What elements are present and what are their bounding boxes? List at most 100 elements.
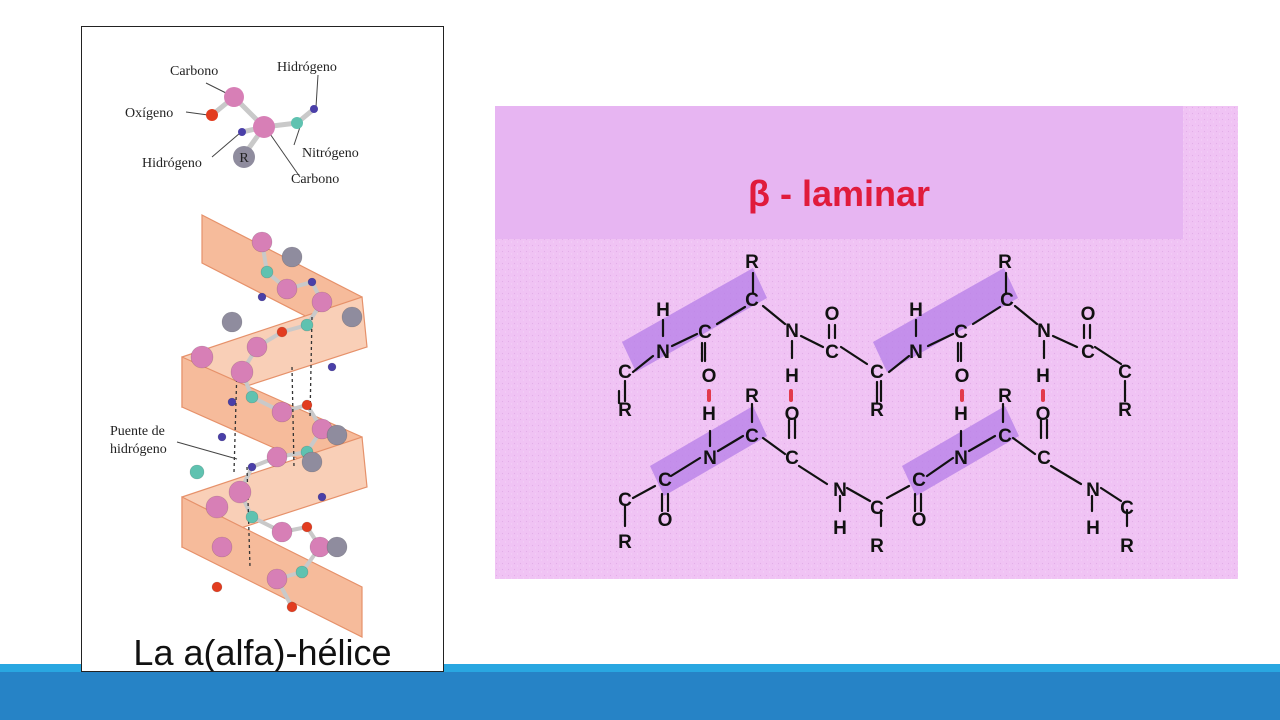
hydrogen-atom (310, 105, 318, 113)
r-group-atom (281, 246, 303, 268)
atom-label-r: R (618, 532, 632, 553)
hidrogeno-top-label: Hidrógeno (277, 60, 337, 75)
footer-accent-band (0, 664, 1280, 672)
atom-label-c: C (785, 448, 799, 469)
atom-label-c: C (1120, 498, 1134, 519)
atom-label-o: O (702, 366, 717, 387)
atom-label-r: R (870, 400, 884, 421)
atom-label-c: C (1081, 342, 1095, 363)
carbon-atom (211, 536, 233, 558)
atom-label-o: O (955, 366, 970, 387)
atom-label-c: C (658, 470, 672, 491)
hydrogen-atom (307, 277, 317, 287)
puente-label-line1: Puente de (110, 424, 165, 439)
atom-label-c: C (745, 290, 759, 311)
atom-label-c: C (1037, 448, 1051, 469)
atom-label-c: C (954, 322, 968, 343)
carbon-atom (205, 495, 229, 519)
atom-label-r: R (1120, 536, 1134, 557)
carbon-atom (190, 345, 214, 369)
nitrogen-atom (189, 464, 205, 480)
atom-label-r: R (998, 386, 1012, 407)
atom-label-r: R (745, 386, 759, 407)
atom-label-c: C (698, 322, 712, 343)
beta-sheet-title: β - laminar (748, 173, 930, 214)
oxygen-atom (211, 581, 223, 593)
oxygen-atom (276, 326, 288, 338)
carbon-atom (228, 480, 252, 504)
atom-label-o: O (912, 510, 927, 531)
hydrogen-atom (227, 397, 237, 407)
carbon-atom (271, 521, 293, 543)
r-group-atom (326, 424, 348, 446)
atom-label-o: O (785, 404, 800, 425)
carbon-atom (246, 336, 268, 358)
carbon-atom (311, 291, 333, 313)
atom-label-c: C (870, 498, 884, 519)
atom-label-n: N (1037, 321, 1051, 342)
hydrogen-atom (317, 492, 327, 502)
atom-label-h: H (1036, 366, 1050, 387)
carbon-atom (251, 231, 273, 253)
hydrogen-atom (247, 462, 257, 472)
hydrogen-atom (238, 128, 246, 136)
alpha-helix-illustration: R Carbono Hidrógeno Oxígeno Hidrógeno Ni… (110, 60, 368, 638)
atom-label-c: C (825, 342, 839, 363)
nitrogen-atom (245, 390, 259, 404)
carbono-top-label: Carbono (170, 64, 218, 79)
footer-band (0, 672, 1280, 720)
atom-label-h: H (702, 404, 716, 425)
puente-label-line2: hidrógeno (110, 442, 167, 457)
hydrogen-atom (217, 432, 227, 442)
alpha-helix-panel: R Carbono Hidrógeno Oxígeno Hidrógeno Ni… (81, 26, 444, 672)
atom-label-n: N (703, 448, 717, 469)
r-group-label: R (239, 151, 249, 166)
title-band (495, 106, 1183, 239)
atom-label-n: N (954, 448, 968, 469)
nitrogen-atom (291, 117, 303, 129)
nitrogeno-label: Nitrógeno (302, 146, 359, 161)
atom-label-c: C (998, 426, 1012, 447)
hydrogen-atom (327, 362, 337, 372)
atom-label-n: N (785, 321, 799, 342)
nitrogen-atom (260, 265, 274, 279)
atom-label-c: C (870, 362, 884, 383)
atom-label-r: R (618, 400, 632, 421)
atom-label-c: C (912, 470, 926, 491)
atom-label-h: H (954, 404, 968, 425)
atom-label-o: O (1036, 404, 1051, 425)
carbon-atom (276, 278, 298, 300)
r-group-atom (326, 536, 348, 558)
atom-label-r: R (998, 252, 1012, 273)
nitrogen-atom (245, 510, 259, 524)
oxigeno-label: Oxígeno (125, 106, 173, 121)
r-group-atom (233, 146, 255, 168)
atom-label-c: C (1000, 290, 1014, 311)
oxygen-atom (301, 521, 313, 533)
r-group-atom (301, 451, 323, 473)
oxygen-atom (301, 399, 313, 411)
atom-label-c: C (1118, 362, 1132, 383)
carbon-atom (230, 360, 254, 384)
nitrogen-atom (300, 318, 314, 332)
atom-label-r: R (1118, 400, 1132, 421)
atom-label-c: C (745, 426, 759, 447)
oxygen-atom (286, 601, 298, 613)
atom-label-r: R (745, 252, 759, 273)
atom-label-o: O (825, 304, 840, 325)
atom-label-o: O (658, 510, 673, 531)
atom-label-n: N (833, 480, 847, 501)
carbono-bottom-label: Carbono (291, 172, 339, 187)
atom-label-n: N (909, 342, 923, 363)
carbon-atom (224, 87, 244, 107)
oxygen-atom (206, 109, 218, 121)
atom-label-h: H (785, 366, 799, 387)
atom-label-c: C (618, 362, 632, 383)
hydrogen-atom (257, 292, 267, 302)
strand-highlight (622, 268, 1019, 496)
atom-label-h: H (909, 300, 923, 321)
atom-label-o: O (1081, 304, 1096, 325)
nitrogen-atom (295, 565, 309, 579)
atom-label-r: R (870, 536, 884, 557)
